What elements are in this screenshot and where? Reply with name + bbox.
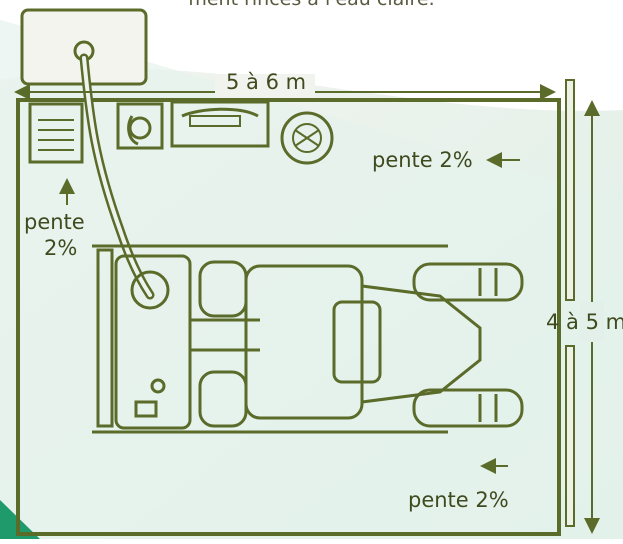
pressure-washer bbox=[170, 100, 270, 148]
width-dimension-label: 5 à 6 m bbox=[226, 70, 307, 94]
drain bbox=[280, 111, 334, 165]
right-wall-lower bbox=[565, 345, 575, 527]
right-wall-upper bbox=[565, 79, 575, 301]
depth-dimension-label: 4 à 5 m bbox=[546, 310, 623, 334]
tractor-with-sprayer bbox=[92, 244, 524, 434]
hose-reel-box bbox=[116, 102, 164, 150]
slope-label-left-line1: pente bbox=[24, 210, 85, 234]
slope-label-top-right: pente 2% bbox=[372, 148, 473, 172]
slope-label-bottom-right: pente 2% bbox=[408, 488, 509, 512]
wash-bay-outline bbox=[16, 98, 561, 536]
slope-label-left-line2: 2% bbox=[44, 236, 78, 260]
manual-panel bbox=[28, 102, 84, 164]
caption-text: ment rincés à l'eau claire. bbox=[0, 0, 623, 10]
